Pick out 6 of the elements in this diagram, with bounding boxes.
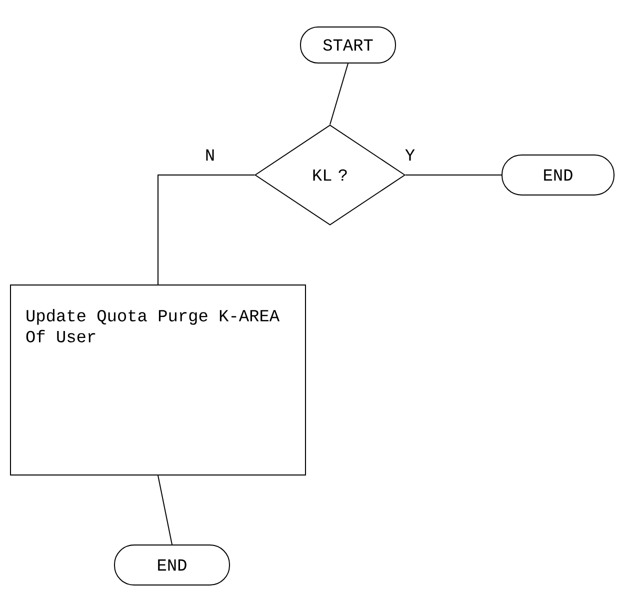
connector-line: [158, 174, 255, 285]
connector-line: [330, 63, 348, 125]
process-box: Update Quota Purge K-AREA Of User: [10, 284, 306, 476]
connector-line: [405, 174, 502, 176]
connector-line: [158, 475, 172, 545]
edge-label: N: [202, 147, 218, 163]
